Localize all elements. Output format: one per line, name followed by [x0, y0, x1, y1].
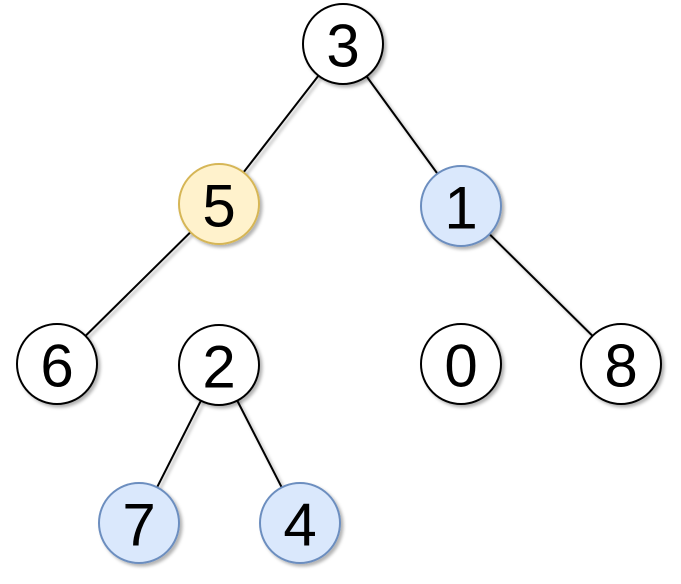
node-circle: [98, 482, 180, 564]
tree-node-2: 2: [178, 324, 260, 406]
tree-nodes: 3 5 1 6 2 0 8 7: [16, 3, 662, 564]
tree-node-4: 4: [259, 482, 341, 564]
tree-node-1: 1: [420, 165, 502, 247]
tree-node-6: 6: [16, 323, 98, 405]
node-label: 3: [326, 13, 359, 80]
node-circle: [178, 163, 260, 245]
node-label: 0: [444, 333, 477, 400]
node-circle: [302, 3, 384, 85]
tree-edges: [56, 43, 622, 524]
node-circle: [580, 323, 662, 405]
node-circle: [178, 324, 260, 406]
node-circle: [420, 323, 502, 405]
node-label: 7: [122, 492, 155, 559]
node-circle: [16, 323, 98, 405]
node-label: 6: [40, 333, 73, 400]
tree-node-8: 8: [580, 323, 662, 405]
tree-node-3: 3: [302, 3, 384, 85]
node-label: 1: [444, 175, 477, 242]
node-label: 2: [202, 334, 235, 401]
tree-node-7: 7: [98, 482, 180, 564]
node-label: 5: [202, 173, 235, 240]
node-circle: [259, 482, 341, 564]
node-label: 8: [604, 333, 637, 400]
tree-node-5: 5: [178, 163, 260, 245]
node-label: 4: [283, 492, 316, 559]
node-circle: [420, 165, 502, 247]
tree-node-0: 0: [420, 323, 502, 405]
